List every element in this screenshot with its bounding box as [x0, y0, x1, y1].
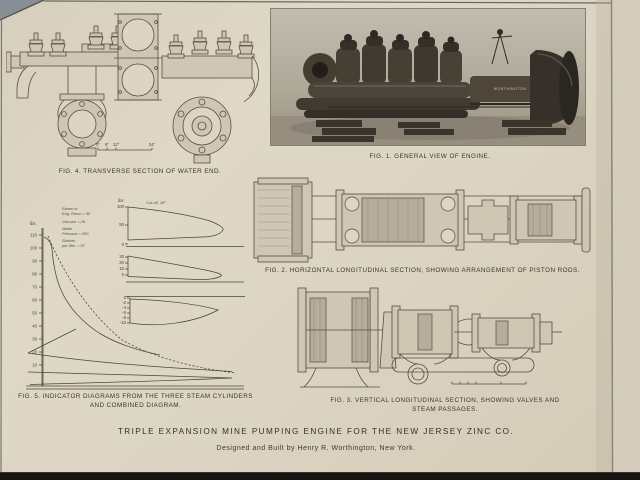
hp-tick-50: 50 [119, 222, 124, 227]
photo-maker-label: WORTHINGTON [494, 87, 526, 91]
fig1-caption: FIG. 1. GENERAL VIEW OF ENGINE. [369, 153, 491, 160]
hp-tick-0: 0 [122, 242, 125, 247]
fig3-caption: FIG. 3. VERTICAL LONGITUDINAL SECTION, S… [310, 397, 580, 414]
ip-tick-30: 30 [119, 254, 124, 259]
fig4-caption: FIG. 4. TRANSVERSE SECTION OF WATER END. [58, 168, 222, 175]
fig4-scale-12: 12″ [113, 142, 120, 147]
hp-expansion-curve [43, 236, 161, 356]
fig3-caption-line2: STEAM PASSAGES. [412, 405, 478, 413]
hp-tick-100: 100 [117, 204, 125, 209]
crossing-curve-a [27, 328, 77, 354]
fig5-lbs-label: lbs. [30, 221, 37, 226]
fig4-scale-6: 6″ [105, 142, 109, 147]
fig2-caption: FIG. 2. HORIZONTAL LONGITUDINAL SECTION,… [265, 267, 580, 274]
cutoff-label: Cut-off, 18″ [146, 200, 166, 205]
fig5-caption-line2: AND COMBINED DIAGRAM. [89, 401, 182, 409]
ip-card-loop [127, 255, 222, 280]
lp-tick-8: -8 [122, 315, 126, 320]
svg-text:Strokes: Strokes [62, 238, 75, 243]
svg-text:Pressure = 260: Pressure = 260 [62, 231, 89, 236]
tick-20: 20 [32, 350, 37, 355]
fig5-caption: FIG. 5. INDICATOR DIAGRAMS FROM THE THRE… [8, 393, 263, 410]
lp-tick-10: -10 [120, 320, 127, 325]
tick-30: 30 [32, 337, 37, 342]
hp-card-loop [127, 206, 224, 241]
tick-80: 80 [32, 272, 37, 277]
theoretical-expansion-curve [47, 235, 237, 374]
crossing-curve-b [27, 352, 233, 372]
lp-tick-2: -2 [122, 300, 126, 305]
ip-tick-10: 10 [119, 266, 124, 271]
tick-40: 40 [32, 324, 37, 329]
fig4-transverse-section-drawing: 0″ 6″ 12″ 24″ [6, 13, 260, 164]
fig1-engine-photo: WORTHINGTON [270, 8, 586, 146]
svg-text:Steam in: Steam in [62, 206, 77, 211]
tick-110: 110 [30, 233, 37, 238]
plate-title: TRIPLE EXPANSION MINE PUMPING ENGINE FOR… [117, 427, 515, 436]
fig5-legend: Steam in Eng. Room = 90 Vacuum = 26 Wate… [61, 206, 91, 248]
svg-text:Vacuum = 26: Vacuum = 26 [62, 219, 86, 224]
tick-90: 90 [32, 259, 37, 264]
tick-10: 10 [32, 363, 37, 368]
fig5-indicator-diagrams: lbs. 110 100 90 80 70 60 50 40 30 20 10 … [26, 198, 245, 390]
fig5-caption-line1: FIG. 5. INDICATOR DIAGRAMS FROM THE THRE… [18, 393, 253, 400]
tick-100: 100 [30, 246, 38, 251]
lbs-label-small: lbs. [118, 198, 125, 203]
fig2-horizontal-section-drawing [253, 177, 591, 263]
lp-tick-6: -6 [122, 310, 126, 315]
fig3-vertical-section-drawing [297, 287, 562, 388]
fig4-scale-0: 0″ [96, 142, 100, 147]
svg-text:per Min. = 57: per Min. = 57 [61, 243, 86, 248]
svg-text:Water: Water [62, 226, 73, 231]
svg-text:Eng. Room = 90: Eng. Room = 90 [62, 211, 91, 216]
valve-domes [336, 30, 462, 84]
ip-tick-20: 20 [119, 260, 124, 265]
lp-tick-0: 0 [124, 295, 127, 300]
lp-tick-4: -4 [122, 305, 126, 310]
ip-tick-0: 0 [122, 272, 125, 277]
timber-cribbing [312, 120, 566, 142]
tick-50: 50 [32, 311, 37, 316]
tick-60: 60 [32, 298, 37, 303]
lp-card-loop [129, 298, 219, 326]
fig3-caption-line1: FIG. 3. VERTICAL LONGITUDINAL SECTION, S… [330, 397, 560, 404]
plate-subtitle: Designed and Built by Henry R. Worthingt… [216, 445, 416, 452]
tick-70: 70 [32, 285, 37, 290]
fig4-scale-24: 24″ [149, 142, 156, 147]
combined-wedge [27, 371, 233, 385]
